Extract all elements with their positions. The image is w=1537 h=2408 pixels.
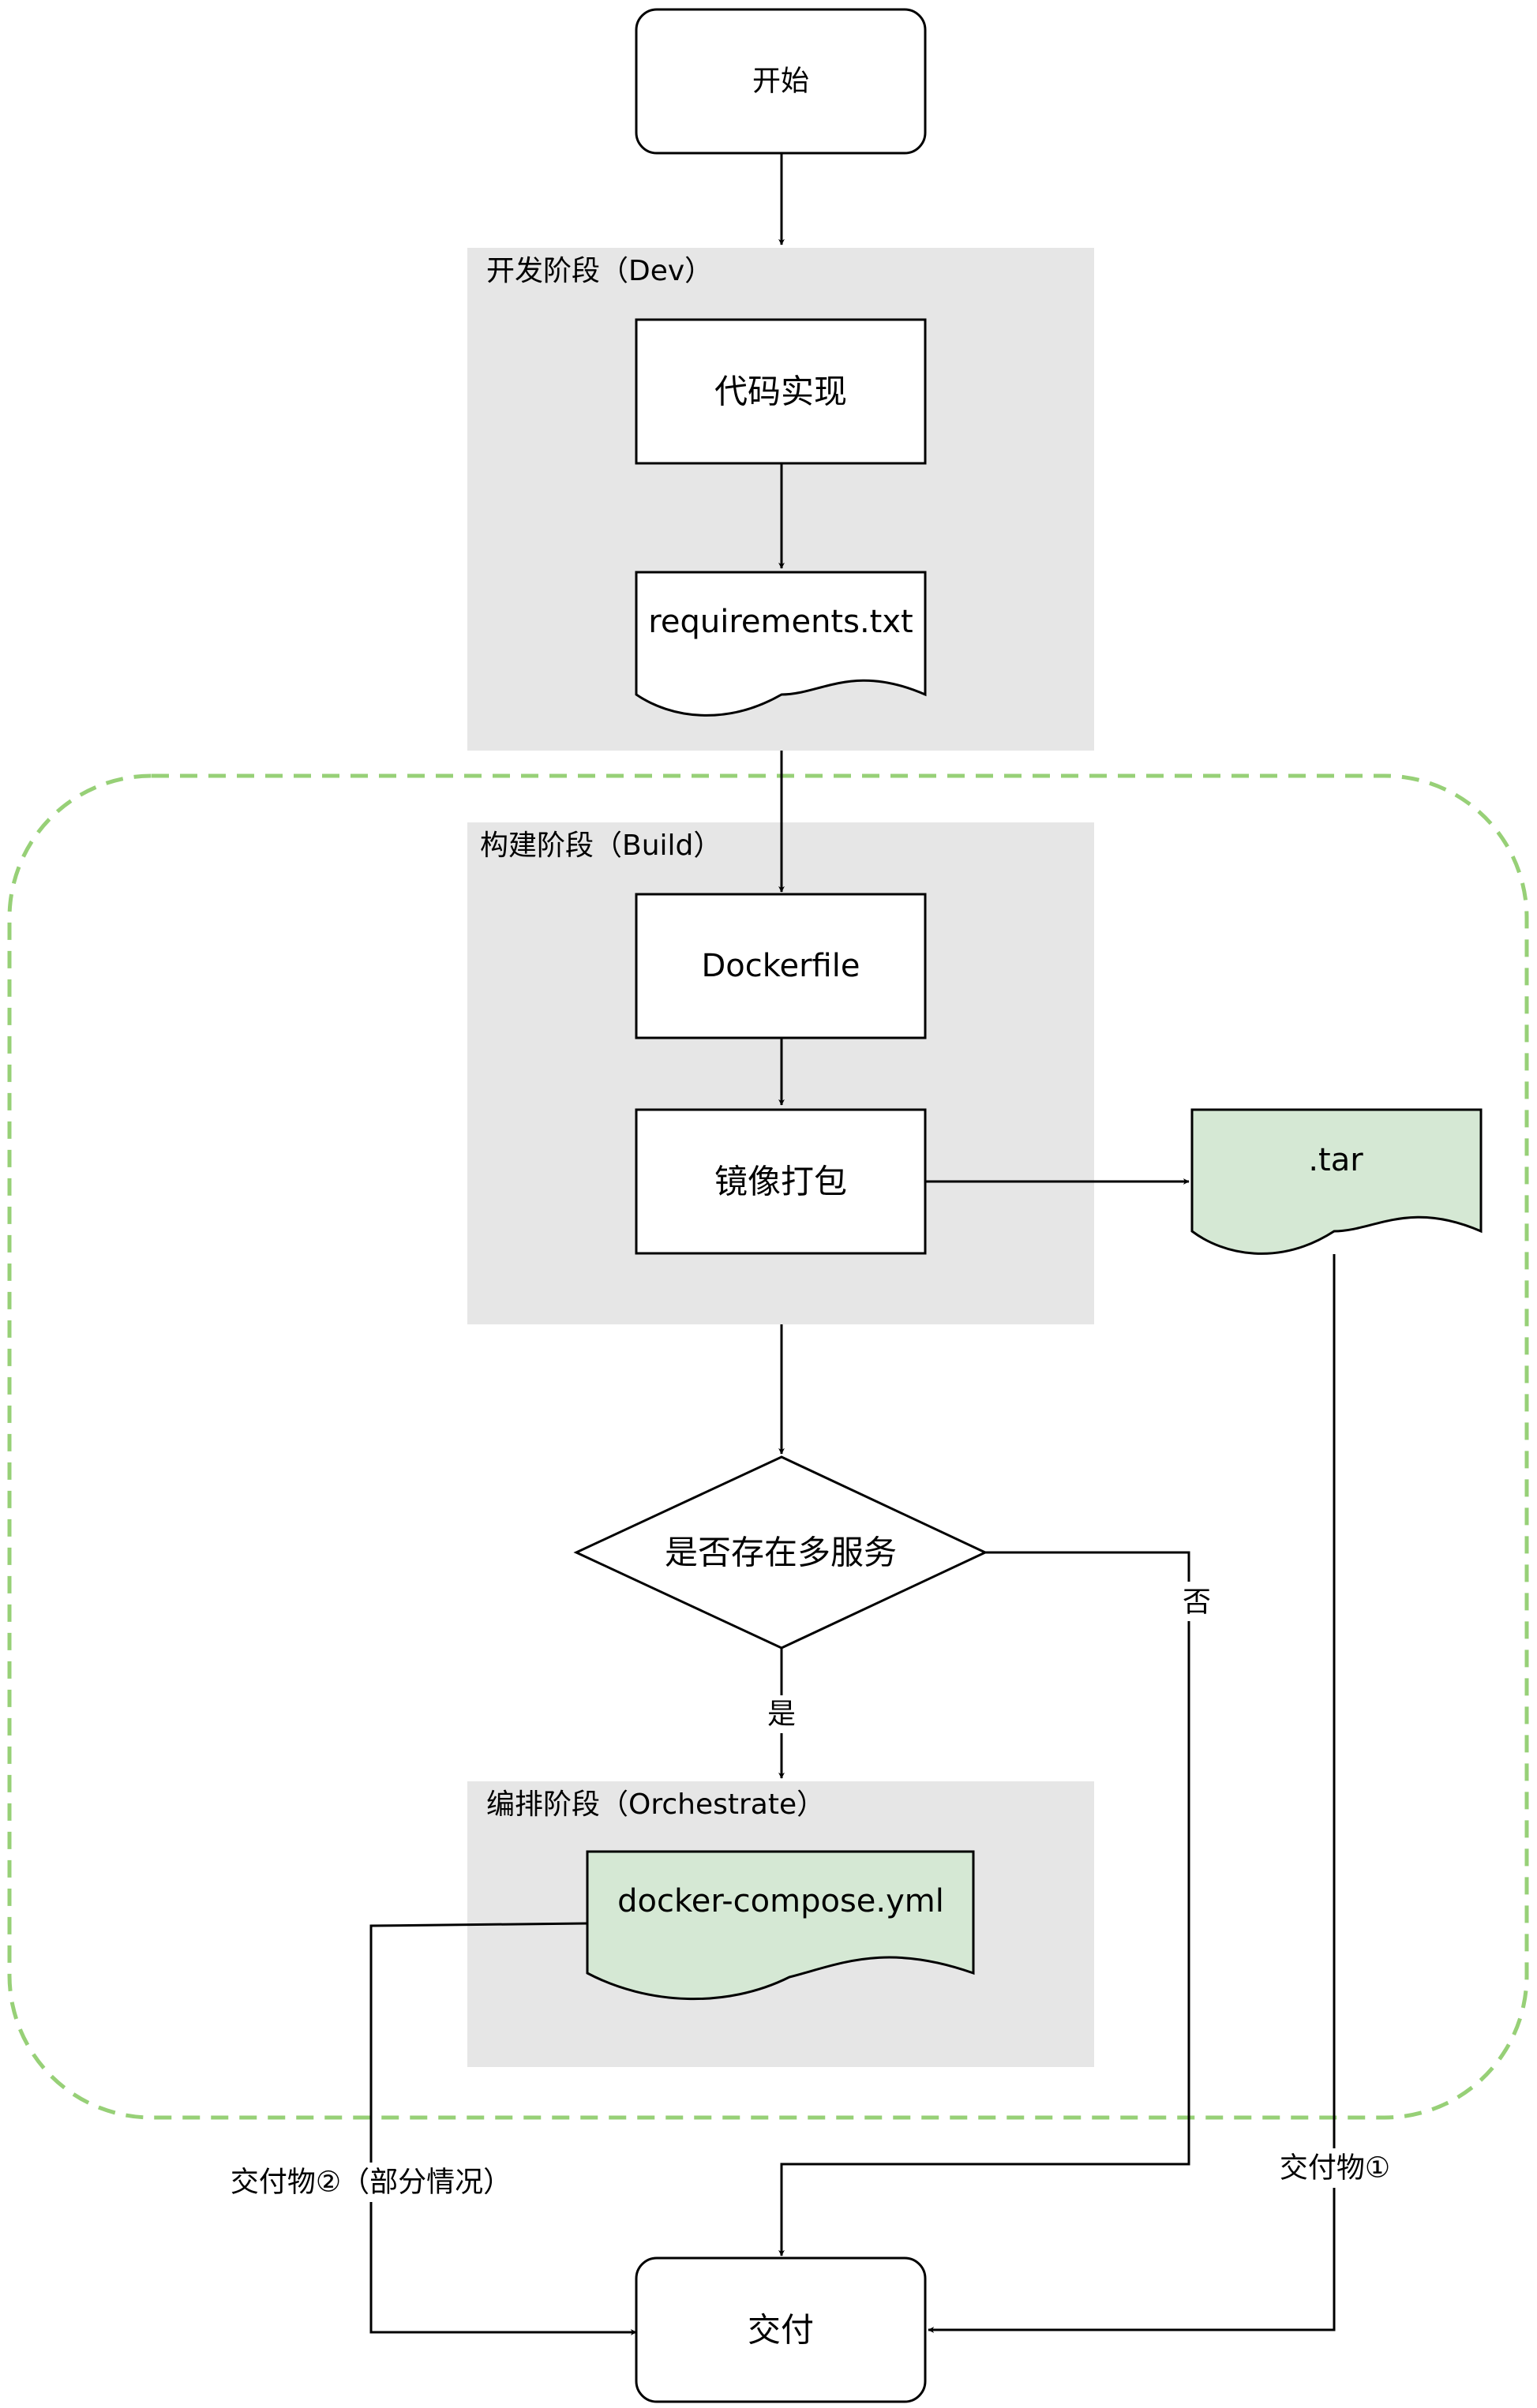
- edge-compose-to-deliver: [369, 1922, 637, 2335]
- image-pack-label: 镜像打包: [714, 1163, 847, 1201]
- requirements-label: requirements.txt: [648, 604, 913, 640]
- dev-phase-title: 开发阶段（Dev）: [486, 255, 713, 287]
- code-node: [635, 318, 927, 465]
- requirements-document: [635, 571, 927, 717]
- dockerfile-label: Dockerfile: [702, 948, 860, 984]
- edge-tar-to-deliver: [928, 1254, 1336, 2333]
- code-label: 代码实现: [714, 373, 847, 411]
- multi-service-decision: [573, 1455, 988, 1650]
- compose-document: [586, 1850, 975, 2001]
- deliverable-2-bg: [227, 2163, 519, 2202]
- deliver-node: [635, 2256, 927, 2403]
- orchestrate-phase-title: 编排阶段（Orchestrate）: [486, 1788, 825, 1821]
- start-label: 开始: [752, 66, 809, 98]
- start-node: [635, 8, 927, 155]
- edge-label-deliverable-1: 交付物①: [1280, 2152, 1390, 2185]
- build-phase-title: 构建阶段（Build）: [480, 830, 722, 862]
- tar-document: [1190, 1108, 1483, 1255]
- dockerfile-node: [635, 893, 927, 1039]
- tar-label: .tar: [1308, 1142, 1363, 1178]
- decision-label: 是否存在多服务: [665, 1534, 897, 1572]
- edge-label-no: 否: [1183, 1586, 1211, 1619]
- compose-label: docker-compose.yml: [617, 1883, 944, 1919]
- image-pack-node: [635, 1108, 927, 1255]
- edge-label-deliverable-2: 交付物②（部分情况）: [231, 2166, 512, 2199]
- edge-decision-no: [778, 1551, 1190, 2256]
- yes-label-bg: [763, 1695, 800, 1733]
- container-scope-outline: [7, 773, 1529, 2120]
- no-label-bg: [1178, 1582, 1216, 1621]
- deliverable-1-bg: [1274, 2148, 1396, 2188]
- deliver-label: 交付: [748, 2311, 814, 2350]
- edge-label-yes: 是: [767, 1698, 796, 1731]
